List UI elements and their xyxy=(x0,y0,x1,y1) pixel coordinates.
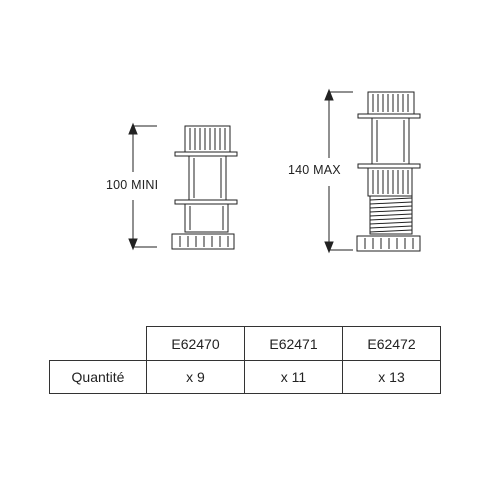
header-row: E62470 E62471 E62472 xyxy=(49,326,441,361)
max-height-label: 140 MAX xyxy=(288,163,341,177)
min-height-label: 100 MINI xyxy=(106,178,159,192)
product-drawing xyxy=(128,88,421,254)
product-code-e62472: E62472 xyxy=(342,326,441,361)
product-code-e62471: E62471 xyxy=(244,326,343,361)
quantity-table: E62470 E62471 E62472 Quantité x 9 x 11 x… xyxy=(49,326,441,394)
quantity-row-label: Quantité xyxy=(49,360,147,394)
quantity-e62472: x 13 xyxy=(342,360,441,394)
short-leveling-foot xyxy=(171,125,238,250)
empty-corner-cell xyxy=(49,326,147,361)
quantity-e62471: x 11 xyxy=(244,360,343,394)
quantity-e62470: x 9 xyxy=(146,360,245,394)
min-dimension-arrow xyxy=(128,122,157,251)
quantity-row: Quantité x 9 x 11 x 13 xyxy=(49,360,441,394)
product-code-e62470: E62470 xyxy=(146,326,245,361)
max-dimension-arrow xyxy=(324,88,353,254)
extended-leveling-foot xyxy=(356,91,421,252)
